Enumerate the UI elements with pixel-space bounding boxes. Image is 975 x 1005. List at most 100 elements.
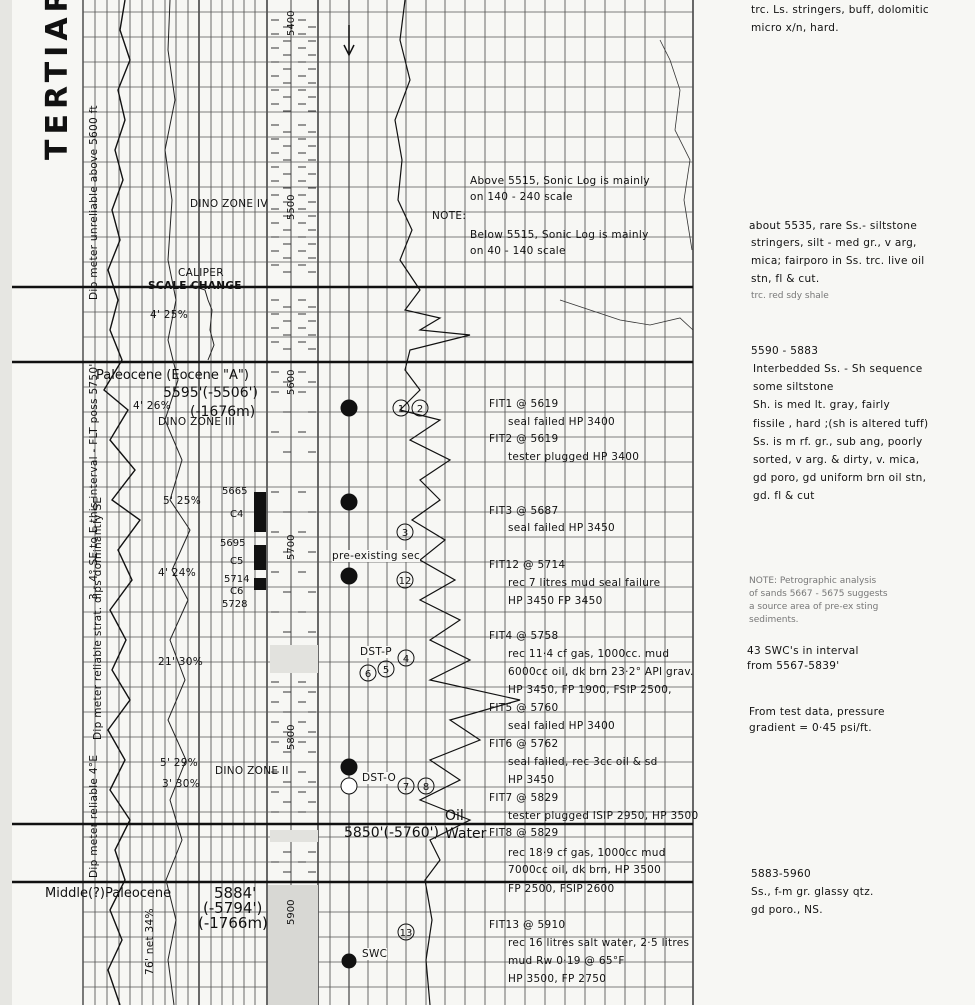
- test-head: FIT7 @ 5829: [489, 792, 559, 804]
- desc-line: micro x/n, hard.: [751, 22, 839, 34]
- dst-o-marker: DST-O: [362, 772, 397, 784]
- sonic-note-below-2: on 40 - 140 scale: [470, 245, 566, 257]
- test-head: FIT5 @ 5760: [489, 702, 559, 714]
- swc-note: 43 SWC's in interval: [747, 645, 859, 657]
- core-depth-5728: 5728: [222, 599, 248, 610]
- column-label-5900: 5900: [286, 899, 297, 925]
- note-line-faint: a source area of pre-ex sting: [749, 602, 879, 612]
- test-head: FIT4 @ 5758: [489, 630, 559, 642]
- swc-note: from 5567-5839': [747, 660, 840, 672]
- test-line: 6000cc oil, dk brn 23·2° API grav.: [508, 666, 694, 678]
- test-line: tester plugged ISIP 2950, HP 3500: [508, 810, 699, 822]
- depth-5794: (-5794'): [203, 899, 263, 917]
- test-line: tester plugged HP 3400: [508, 451, 640, 463]
- test-head: FIT12 @ 5714: [489, 559, 566, 571]
- dip-value-8: 76' net 34%: [144, 908, 156, 975]
- test-line: seal failed HP 3400: [508, 720, 616, 732]
- desc-line: mica; fairporo in Ss. trc. live oil: [751, 255, 925, 267]
- test-head: FIT1 @ 5619: [489, 398, 559, 410]
- sand-texture: [268, 645, 318, 1005]
- sonic-curve-2: [559, 39, 694, 331]
- column-label-5700: 5700: [286, 534, 297, 560]
- dip-note-middle: Dip meter reliable strat. dips dominantl…: [92, 496, 104, 740]
- paleocene-label: Paleocene (Eocene "A"): [96, 368, 249, 383]
- desc-line: sorted, v arg. & dirty, v. mica,: [753, 454, 920, 466]
- desc-line-faint: trc. red sdy shale: [751, 291, 829, 301]
- column-label-5500: 5500: [286, 194, 297, 220]
- test-line: HP 3450, FP 1900, FSIP 2500,: [508, 684, 672, 696]
- oil-water-contact-depth: 5850'(-5760'): [344, 825, 439, 841]
- oil-label: Oil: [445, 808, 464, 824]
- desc-line: trc. Ls. stringers, buff, dolomitic: [751, 4, 929, 16]
- dip-value-7: 3' 30%: [162, 778, 201, 790]
- dip-value-2: 4' 26%: [133, 400, 172, 412]
- depth-1676m: (-1676m): [190, 404, 256, 420]
- core-blocks: [254, 492, 266, 590]
- pre-existing-marker: pre-existing sec: [332, 550, 421, 562]
- test-line: seal failed HP 3450: [508, 522, 616, 534]
- shale-texture: [271, 19, 316, 873]
- core-depth-5714: 5714: [224, 574, 250, 585]
- dip-value-4: 4' 24%: [158, 567, 197, 579]
- resistivity-curve: [164, 0, 191, 1005]
- desc-line: stringers, silt - med gr., v arg,: [751, 237, 917, 249]
- core-label-c5: C5: [230, 556, 244, 567]
- test-line: HP 3450: [508, 774, 555, 786]
- test-line: HP 3500, FP 2750: [508, 973, 607, 985]
- core-label-c4: C4: [230, 509, 244, 520]
- grid-horizontal-lines: [83, 11, 693, 988]
- desc-line: some siltstone: [753, 381, 834, 393]
- desc-line: Interbedded Ss. - Sh sequence: [753, 363, 923, 375]
- sp-curve: [103, 0, 141, 1005]
- dino-zone-iv: DINO ZONE IV: [190, 198, 268, 210]
- sonic-note-above-2: on 140 - 240 scale: [470, 191, 573, 203]
- svg-text:4: 4: [403, 654, 409, 665]
- desc-interval: 5590 - 5883: [751, 345, 819, 357]
- test-line: rec 11·4 cf gas, 1000cc. mud: [508, 648, 670, 660]
- test-head: FIT3 @ 5687: [489, 505, 559, 517]
- test-line: seal failed HP 3400: [508, 416, 616, 428]
- caliper-curve: [189, 284, 215, 361]
- svg-text:1: 1: [398, 404, 404, 415]
- test-circles: [359, 399, 435, 941]
- test-line: FP 2500, FSIP 2600: [508, 883, 615, 895]
- sonic-note-label: NOTE:: [432, 210, 467, 222]
- sonic-note-below: Below 5515, Sonic Log is mainly: [470, 229, 649, 241]
- svg-text:6: 6: [365, 669, 371, 680]
- dip-tadpoles: [340, 25, 358, 969]
- test-line: HP 3450 FP 3450: [508, 595, 603, 607]
- dino-zone-ii: DINO ZONE II: [215, 765, 289, 777]
- test-line: rec 7 litres mud seal failure: [508, 577, 661, 589]
- desc-interval: 5883-5960: [751, 868, 811, 880]
- svg-text:2: 2: [417, 404, 423, 415]
- svg-text:8: 8: [423, 782, 429, 793]
- test-line: mud Rw 0·19 @ 65°F: [508, 955, 625, 967]
- test-head: FIT2 @ 5619: [489, 433, 559, 445]
- svg-text:5: 5: [383, 665, 389, 676]
- desc-line: stn, fl & cut.: [751, 273, 820, 285]
- test-line: rec 18·9 cf gas, 1000cc mud: [508, 847, 666, 859]
- note-line-faint: of sands 5667 - 5675 suggests: [749, 589, 888, 599]
- desc-line: gd poro., NS.: [751, 904, 823, 916]
- svg-text:12: 12: [399, 576, 412, 587]
- era-label: TERTIARY: [40, 0, 75, 160]
- dip-value-3: 5' 25%: [163, 495, 202, 507]
- core-label-c6: C6: [230, 586, 244, 597]
- depth-5595: 5595'(-5506'): [163, 385, 258, 401]
- test-head: FIT13 @ 5910: [489, 919, 566, 931]
- scale-change-label: SCALE CHANGE: [148, 280, 242, 292]
- dip-value-1: 4' 25%: [150, 309, 189, 321]
- test-head: FIT8 @ 5829: [489, 827, 559, 839]
- desc-line: gd. fl & cut: [753, 490, 815, 502]
- note-line-faint: sediments.: [749, 615, 799, 625]
- desc-line: fissile , hard ;(sh is altered tuff): [753, 418, 929, 430]
- desc-line: Sh. is med lt. gray, fairly: [753, 399, 891, 411]
- desc-line: Ss., f-m gr. glassy qtz.: [751, 886, 874, 898]
- desc-line: gd poro, gd uniform brn oil stn,: [753, 472, 927, 484]
- depth-1766m: (-1766m): [198, 914, 268, 932]
- note-line-faint: NOTE: Petrographic analysis: [749, 576, 877, 586]
- dip-note-top: Dip meter unreliable above 5600 ft: [88, 105, 100, 300]
- depth-5884: 5884': [214, 884, 257, 902]
- sonic-note-above: Above 5515, Sonic Log is mainly: [470, 175, 650, 187]
